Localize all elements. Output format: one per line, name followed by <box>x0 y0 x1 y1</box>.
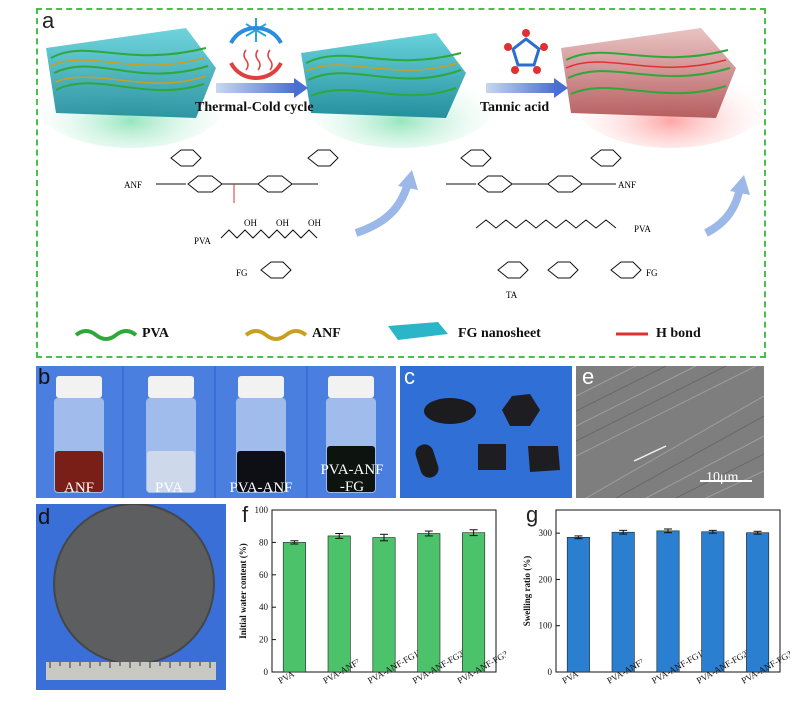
chem-pva-right: PVA <box>634 224 651 234</box>
heat-waves-icon <box>243 49 273 71</box>
chem-oh-3: OH <box>308 218 321 228</box>
chem-oh-2: OH <box>276 218 289 228</box>
process-arrowhead-2 <box>554 78 568 98</box>
bar <box>566 537 590 673</box>
chem-fg-left: FG <box>236 268 248 278</box>
legend-pva-label: PVA <box>142 326 169 341</box>
panel-b-letter: b <box>38 364 51 389</box>
step2-label: Tannic acid <box>480 100 550 115</box>
y-tick-label: 40 <box>259 602 269 612</box>
hydrogel-slab-2 <box>301 33 466 118</box>
disc-illustration <box>46 504 216 680</box>
vial-2 <box>146 376 196 493</box>
process-arrow-2 <box>486 83 556 93</box>
cool-arrow-icon <box>229 26 283 45</box>
ruler <box>46 662 216 680</box>
y-tick-label: 300 <box>539 528 553 538</box>
hydrogel-slab-1 <box>46 28 216 118</box>
bar <box>656 530 680 673</box>
y-tick-label: 80 <box>259 537 269 547</box>
scale-bar-label: 10μm <box>706 470 739 485</box>
panel-g-letter: g <box>526 502 538 527</box>
hexagon-shape <box>502 394 540 426</box>
vial-label-anf: ANF <box>63 480 94 496</box>
process-arrow-1 <box>216 83 296 93</box>
hydrogel-disc <box>54 504 214 664</box>
chem-anf-right: ANF <box>618 180 636 190</box>
y-tick-label: 100 <box>255 505 269 515</box>
shaped-hydrogels <box>415 394 560 478</box>
chem-ta: TA <box>506 290 518 300</box>
bar <box>282 542 306 673</box>
vials-illustration <box>54 376 376 493</box>
chem-fg-right: FG <box>646 268 658 278</box>
y-tick-label: 200 <box>539 574 553 584</box>
sem-texture <box>576 366 764 498</box>
vial-4 <box>326 376 376 493</box>
panel-a-letter: a <box>42 8 55 33</box>
y-axis-label: Swelling ratio (%) <box>522 556 532 627</box>
vial-label-pva-anf-fg: PVA-ANF -FG <box>320 462 384 495</box>
y-tick-label: 0 <box>548 667 553 677</box>
legend-fg-label: FG nanosheet <box>458 326 541 341</box>
vial-3 <box>236 376 286 493</box>
curved-arrow-2 <box>704 187 744 237</box>
right-chemical-structure <box>446 149 642 279</box>
legend-pva-swatch <box>74 329 138 341</box>
disc-shape <box>424 398 476 424</box>
process-arrowhead-1 <box>294 78 308 98</box>
bar <box>372 537 396 673</box>
panel-f-letter: f <box>242 502 249 527</box>
cylinder-shape <box>415 444 439 478</box>
vial-label-pva-anf: PVA-ANF <box>229 480 293 496</box>
bar <box>417 533 441 673</box>
bar <box>746 532 770 673</box>
y-axis-label: Initial water content (%) <box>238 543 248 639</box>
curved-arrowhead-1 <box>398 170 418 190</box>
chem-pva-left: PVA <box>194 236 211 246</box>
schematic-illustration: ANF PVA FG OH OH OH ANF PVA FG TA <box>36 18 766 341</box>
heat-arrow-icon <box>229 61 283 80</box>
y-tick-label: 20 <box>259 635 269 645</box>
panel-e-letter: e <box>582 364 595 389</box>
y-tick-label: 60 <box>259 570 269 580</box>
bar <box>701 531 725 673</box>
chem-anf-left: ANF <box>124 180 142 190</box>
curved-arrowhead-2 <box>730 175 750 195</box>
sem-image <box>576 366 764 498</box>
legend-hbond-label: H bond <box>656 326 701 341</box>
y-tick-label: 100 <box>539 621 553 631</box>
vial-1 <box>54 376 104 493</box>
block-shape <box>528 446 560 472</box>
cube-shape <box>478 444 506 470</box>
chem-oh-1: OH <box>244 218 257 228</box>
panel-c-letter: c <box>404 364 415 389</box>
vial-label-pva: PVA <box>154 480 184 496</box>
sem-fiber <box>633 445 667 462</box>
bar <box>611 531 635 673</box>
bar <box>327 535 351 673</box>
left-chemical-structure <box>156 149 339 279</box>
y-tick-label: 0 <box>264 667 269 677</box>
tannic-acid-icon <box>504 29 548 74</box>
legend-anf-swatch <box>244 329 308 341</box>
panel-d-letter: d <box>38 504 51 529</box>
legend-fg-swatch <box>388 322 448 340</box>
curved-arrow-1 <box>354 181 412 237</box>
bar <box>462 532 486 673</box>
legend-anf-label: ANF <box>312 326 341 341</box>
hydrogel-slab-3 <box>561 28 736 118</box>
step1-label: Thermal-Cold cycle <box>195 100 314 115</box>
